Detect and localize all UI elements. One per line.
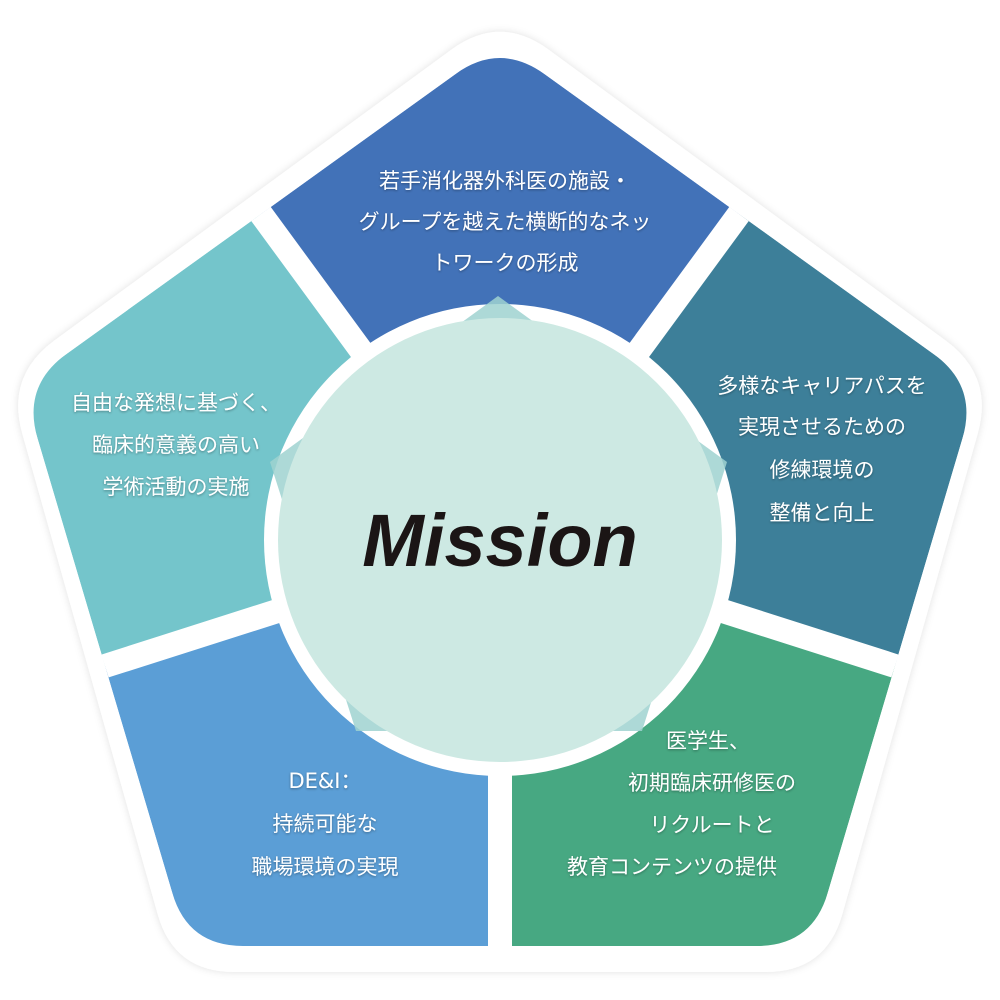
segment-line: 持続可能な	[273, 812, 378, 836]
segment-text-right: 多様なキャリアパスを 実現させるための 修練環境の 整備と向上	[717, 374, 927, 525]
segment-line: グループを越えた横断的なネッ	[359, 210, 652, 234]
segment-line: リクルートと	[649, 813, 774, 837]
segment-line: 実現させるための	[738, 415, 906, 439]
segment-line: 若手消化器外科医の施設・	[379, 169, 631, 193]
mission-title: Mission	[362, 499, 637, 582]
segment-line: 職場環境の実現	[252, 855, 399, 879]
segment-line: 整備と向上	[770, 501, 875, 525]
segment-line: 教育コンテンツの提供	[567, 855, 777, 879]
segment-line: 初期臨床研修医の	[628, 771, 796, 795]
center-circle	[278, 318, 722, 762]
segment-line: 医学生、	[666, 729, 750, 753]
segment-text-bottom-right: 医学生、 初期臨床研修医の リクルートと 教育コンテンツの提供	[567, 729, 796, 879]
segment-line: 修練環境の	[770, 458, 875, 482]
segment-text-bottom-left: DE&I： 持続可能な 職場環境の実現	[252, 769, 399, 879]
segment-text-top: 若手消化器外科医の施設・ グループを越えた横断的なネッ トワークの形成	[359, 169, 652, 275]
segment-line: 学術活動の実施	[103, 475, 250, 499]
segment-line: トワークの形成	[432, 251, 579, 275]
segment-line: 多様なキャリアパスを	[717, 374, 927, 398]
segment-line: 臨床的意義の高い	[92, 433, 260, 457]
segment-text-left: 自由な発想に基づく、 臨床的意義の高い 学術活動の実施	[71, 391, 281, 499]
segment-line: DE&I：	[288, 769, 361, 793]
segment-line: 自由な発想に基づく、	[71, 391, 281, 415]
segment-top	[261, 58, 739, 540]
